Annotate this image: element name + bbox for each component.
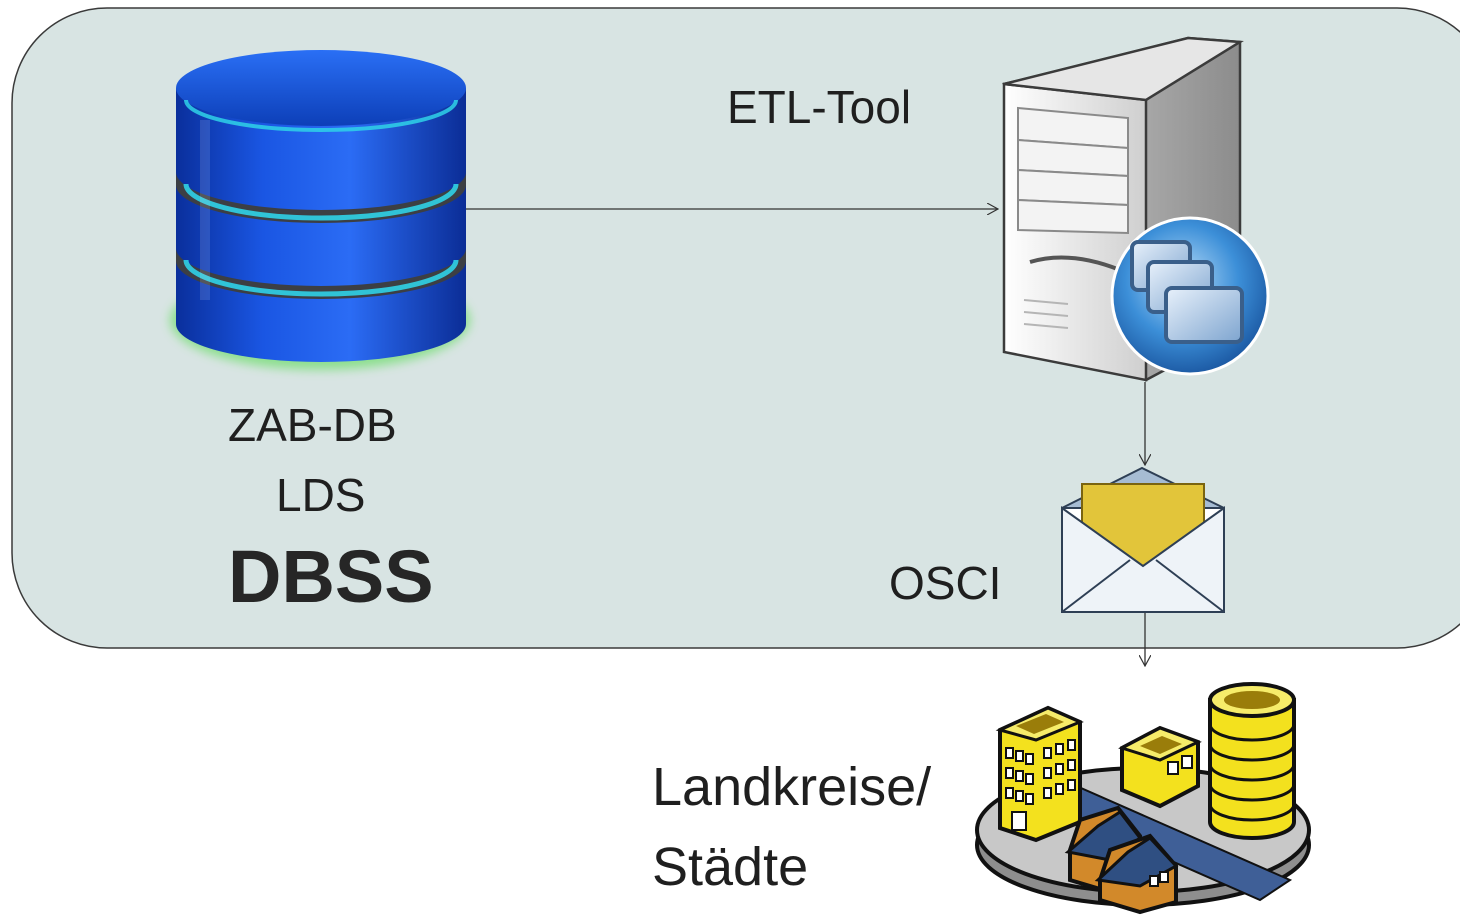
database-title-dbss: DBSS <box>228 535 434 618</box>
city-icon <box>975 682 1311 915</box>
etl-tool-label: ETL-Tool <box>727 81 912 133</box>
database-icon <box>170 50 470 370</box>
landkreise-label: Landkreise/ <box>652 757 932 817</box>
envelope-icon <box>1061 466 1225 613</box>
staedte-label: Städte <box>652 837 809 897</box>
osci-label: OSCI <box>889 557 1002 609</box>
database-label-zab-db: ZAB-DB <box>228 399 397 451</box>
windows-badge-icon <box>1110 216 1270 376</box>
database-label-lds: LDS <box>276 469 366 521</box>
